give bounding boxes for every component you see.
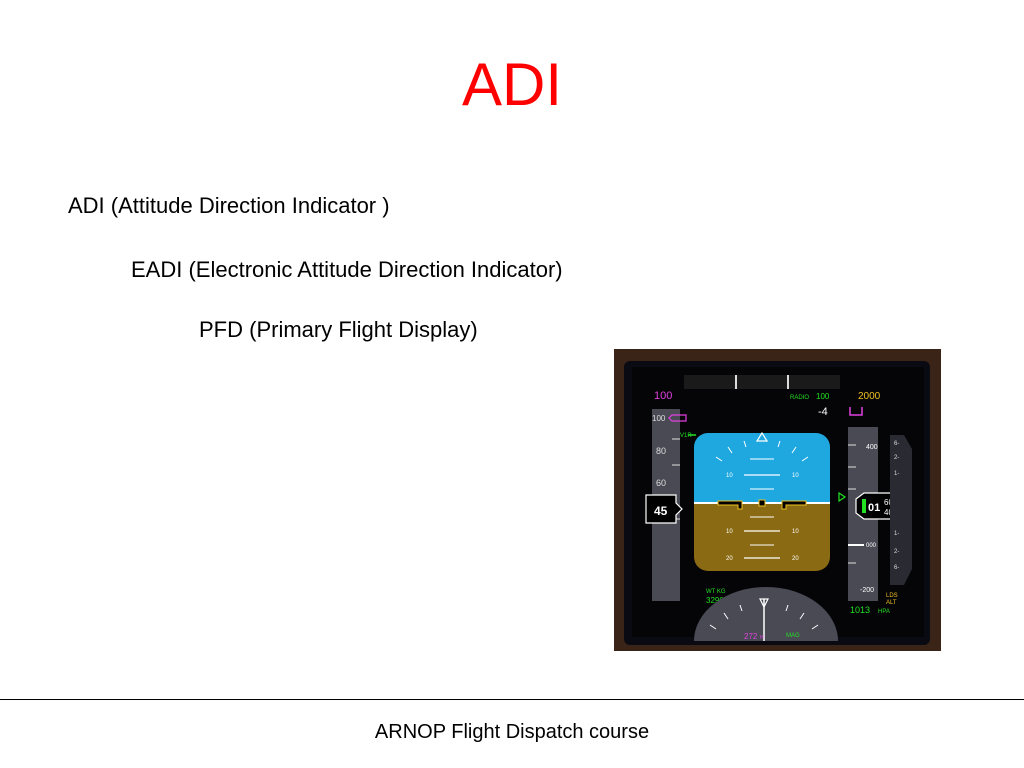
pitch-label: 20 [726, 556, 733, 562]
vsi-label: 6- [894, 441, 899, 447]
altitude-roll: 40 [884, 508, 893, 517]
vsi-label: 6- [894, 565, 899, 571]
v1r-label: V1R [680, 433, 692, 439]
vsi-scale [890, 435, 912, 585]
altitude-target: 2000 [858, 391, 881, 402]
speed-tick-60: 60 [656, 478, 666, 488]
aircraft-wing-left-icon [717, 500, 743, 510]
mag-label: MAG [786, 633, 800, 639]
speed-bug-label: 100 [652, 414, 666, 423]
pitch-label: 10 [726, 529, 733, 535]
vsi-label: 1- [894, 531, 899, 537]
ground [694, 503, 830, 571]
alt-trend-icon [838, 491, 847, 503]
speed-tick-80: 80 [656, 446, 666, 456]
footer-text: ARNOP Flight Dispatch course [374, 721, 650, 743]
wt-value: 32900 [706, 596, 729, 605]
alt-green-bar [862, 499, 866, 513]
bullet-eadi: EADI (Electronic Attitude Direction Indi… [131, 257, 563, 282]
lds-label: LDS [886, 593, 898, 599]
alt-tick-lower: -200 [860, 587, 874, 594]
bullet-pfd: PFD (Primary Flight Display) [199, 317, 478, 342]
pitch-label: 10 [726, 473, 733, 479]
alt-mid: 000 [866, 543, 877, 549]
fma-strip [684, 375, 840, 389]
bullet-adi: ADI (Attitude Direction Indicator ) [68, 193, 390, 218]
vsi-label: 2- [894, 455, 899, 461]
heading-pointer-icon [759, 598, 769, 609]
heading-suffix: H [760, 635, 764, 641]
wt-label: WT KG [706, 589, 726, 595]
pitch-label: 10 [792, 529, 799, 535]
current-speed-box [645, 494, 683, 524]
vsi-label: 1- [894, 471, 899, 477]
attitude-sphere: 10 10 10 10 20 20 [694, 433, 830, 571]
vs-value: -4 [818, 406, 828, 418]
radio-label: RADIO [790, 395, 809, 401]
altitude-roll: 60 [884, 498, 893, 507]
radio-value: 100 [816, 392, 830, 401]
current-altitude: 01 [868, 502, 880, 514]
current-speed: 45 [654, 504, 668, 518]
pitch-label: 20 [792, 556, 799, 562]
alt-tick-upper: 400 [866, 444, 878, 451]
vsi-label: 2- [894, 549, 899, 555]
footer-divider [0, 699, 1024, 700]
speed-target: 100 [654, 390, 672, 402]
slide-title: ADI [461, 51, 563, 118]
pitch-label: 10 [792, 473, 799, 479]
heading-arc [694, 587, 838, 641]
qnh-value: 1013 [850, 605, 870, 615]
alt-label: ALT [886, 600, 897, 606]
roll-pointer-icon [755, 431, 769, 442]
aircraft-center-icon [758, 499, 766, 507]
speed-bug-icon [668, 414, 687, 422]
pfd-photo: 100 100 V1R 80 60 45 10 10 10 10 20 20 [614, 349, 941, 651]
sky [694, 433, 830, 503]
aircraft-wing-right-icon [781, 500, 807, 510]
qnh-unit: HPA [878, 609, 890, 615]
heading-value: 272 [744, 632, 758, 641]
alt-bracket-icon [849, 407, 863, 416]
